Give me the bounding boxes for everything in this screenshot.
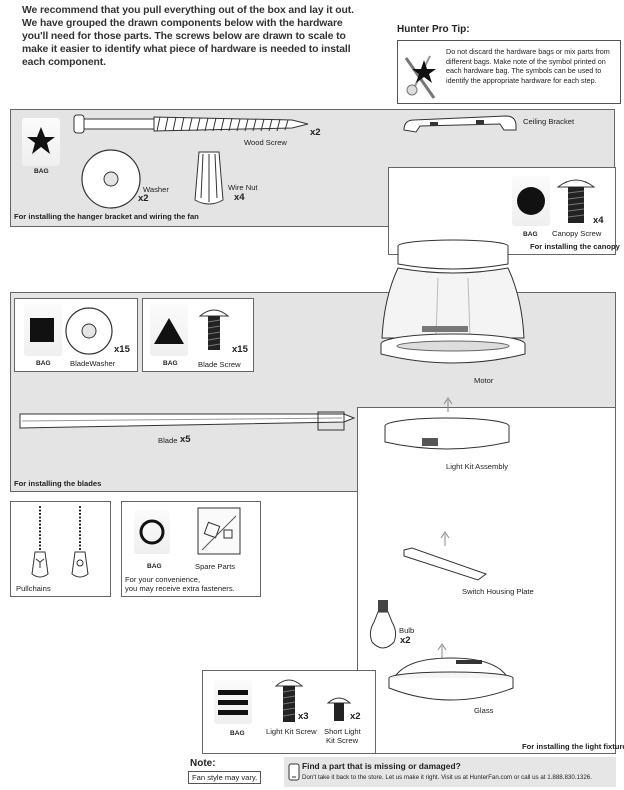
canopy-screw-label: Canopy Screw: [552, 229, 602, 238]
up-arrow-icon: [443, 397, 453, 412]
pullchain-fan-icon: [31, 506, 49, 578]
pro-tip-text: Do not discard the hardware bags or mix …: [446, 47, 610, 85]
hanger-caption: For installing the hanger bracket and wi…: [14, 212, 199, 221]
glass-label: Glass: [474, 706, 494, 715]
blade-washer-qty: x15: [114, 344, 130, 355]
note-text: Fan style may vary.: [188, 771, 262, 784]
three-bars-icon: [218, 690, 248, 715]
tip-tools-icon: [404, 55, 436, 99]
motor-label: Motor: [474, 376, 494, 385]
filled-circle-icon: [517, 187, 545, 215]
washer-label: Washer: [143, 185, 169, 194]
blades-caption: For installing the blades: [14, 479, 102, 488]
ring-bag-label: BAG: [147, 563, 162, 570]
spare-parts-note-2: you may receive extra fasteners.: [125, 584, 235, 593]
switch-housing-plate-icon: [403, 547, 488, 581]
motor-icon: [380, 239, 526, 364]
filled-square-icon: [30, 318, 54, 342]
washer-qty: x2: [138, 193, 149, 204]
light-kit-screw-label: Light Kit Screw: [266, 727, 317, 736]
pro-tip-box: Do not discard the hardware bags or mix …: [397, 40, 621, 104]
bulb-qty: x2: [400, 635, 411, 646]
phone-icon: [288, 763, 300, 781]
light-kit-screw-qty: x3: [298, 711, 309, 722]
blade-label: Blade: [158, 436, 178, 445]
ceiling-bracket-icon: [403, 115, 517, 133]
blade-qty: x5: [180, 434, 191, 445]
short-light-kit-screw-qty: x2: [350, 711, 361, 722]
canopy-caption: For installing the canopy: [530, 242, 620, 251]
short-light-kit-screw-label-1: Short Light: [324, 727, 361, 736]
star-bag-label: BAG: [34, 168, 49, 175]
canopy-screw-icon: [556, 179, 596, 223]
switch-housing-plate-label: Switch Housing Plate: [462, 587, 534, 596]
blade-washer-icon: [65, 307, 113, 355]
pullchains-box: [10, 501, 111, 597]
wire-nut-qty: x4: [234, 192, 245, 203]
up-arrow-icon: [437, 643, 447, 658]
bars-bag-label: BAG: [230, 730, 245, 737]
wood-screw-icon: [73, 114, 309, 134]
spare-parts-note-1: For your convenience,: [125, 575, 201, 584]
light-kit-screw-icon: [274, 679, 304, 722]
wood-screw-label: Wood Screw: [244, 138, 287, 147]
light-kit-assembly-icon: [384, 417, 510, 450]
triangle-bag-label: BAG: [163, 360, 178, 367]
intro-text: We recommend that you pull everything ou…: [22, 5, 354, 68]
washer-icon: [81, 149, 141, 209]
square-bag-label: BAG: [36, 360, 51, 367]
pullchain-bulb-icon: [71, 506, 89, 578]
bulb-label: Bulb: [399, 626, 415, 635]
filled-triangle-icon: [154, 318, 184, 344]
glass-icon: [388, 657, 514, 701]
blade-icon: [19, 411, 356, 431]
canopy-screw-qty: x4: [593, 215, 604, 226]
pullchains-label: Pullchains: [16, 584, 51, 593]
blade-washer-label: BladeWasher: [70, 359, 116, 368]
short-light-kit-screw-label-2: Kit Screw: [326, 736, 359, 745]
up-arrow-icon: [440, 531, 450, 546]
ceiling-bracket-label: Ceiling Bracket: [523, 117, 575, 126]
missing-part-title: Find a part that is missing or damaged?: [302, 761, 461, 771]
missing-part-banner: [284, 757, 616, 787]
light-kit-assembly-label: Light Kit Assembly: [446, 462, 509, 471]
light-fixture-caption: For installing the light fixture: [522, 742, 624, 751]
blade-screw-icon: [198, 309, 230, 350]
wire-nut-icon: [194, 151, 224, 205]
blade-screw-label: Blade Screw: [198, 360, 241, 369]
spare-parts-bag-icon: [197, 507, 241, 555]
ring-icon: [139, 519, 165, 545]
star-icon: [27, 127, 55, 154]
bulb-icon: [369, 600, 397, 649]
missing-part-text: Don't take it back to the store. Let us …: [302, 774, 592, 781]
spare-parts-label: Spare Parts: [195, 562, 236, 571]
circle-bag-label: BAG: [523, 231, 538, 238]
pro-tip-title: Hunter Pro Tip:: [397, 24, 470, 35]
wood-screw-qty: x2: [310, 127, 321, 138]
short-light-kit-screw-icon: [326, 697, 352, 721]
wire-nut-label: Wire Nut: [228, 183, 258, 192]
blade-screw-qty: x15: [232, 344, 248, 355]
note-title: Note:: [190, 758, 216, 769]
